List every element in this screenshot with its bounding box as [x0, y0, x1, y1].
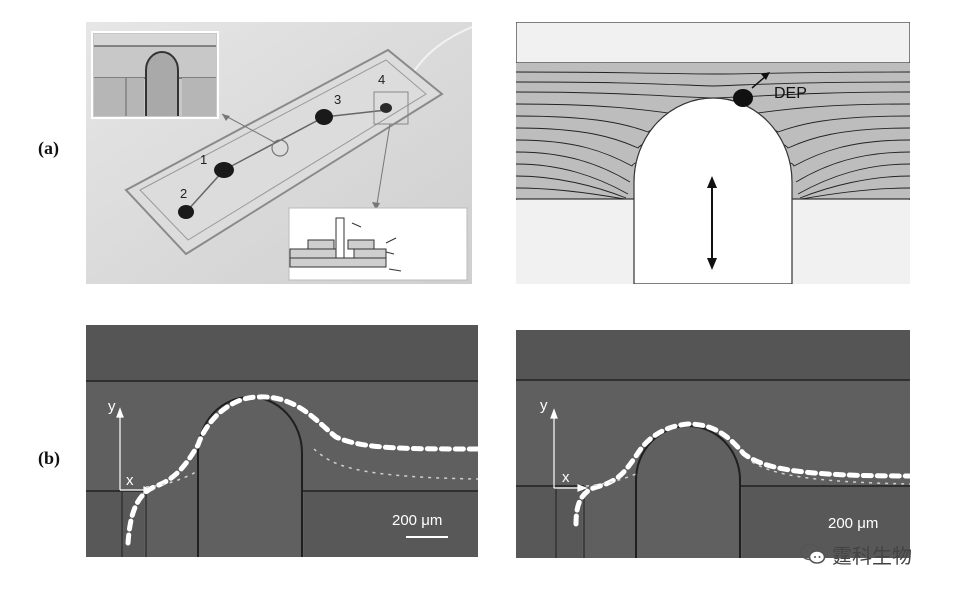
inset-channel-zoom — [91, 31, 219, 119]
panel-label-a: (a) — [38, 138, 59, 158]
double-arrow — [707, 176, 717, 270]
port-label-4: 4 — [378, 72, 385, 87]
axes-indicator — [550, 408, 588, 492]
experiment-right: y x 200 μm — [516, 330, 910, 558]
port-3 — [315, 109, 333, 125]
wechat-icon — [800, 543, 826, 564]
experiment-left: y x 200 μm — [86, 325, 478, 557]
dep-simulation: DEP — [516, 22, 910, 284]
axis-x-label: x — [562, 469, 570, 486]
axis-y-label: y — [108, 398, 116, 415]
chip-slide — [124, 48, 444, 256]
trajectory-undeflected — [585, 461, 910, 487]
trajectory-deflected — [125, 394, 478, 546]
scale-bar-label: 200 μm — [828, 515, 878, 532]
watermark-text: 霆科生物 — [832, 543, 912, 568]
electrode-bump — [635, 425, 741, 558]
axis-y-label: y — [540, 397, 548, 414]
port-2 — [178, 205, 194, 219]
scale-bar-label: 200 μm — [392, 512, 442, 529]
particle — [733, 89, 753, 107]
inset-cross-section — [288, 207, 468, 281]
port-label-2: 2 — [180, 186, 187, 201]
axis-x-label: x — [126, 472, 134, 489]
trajectory-deflected — [573, 421, 910, 527]
dep-label: DEP — [774, 85, 807, 102]
panel-label-b: (b) — [38, 448, 60, 468]
port-1 — [214, 162, 234, 178]
port-4 — [380, 103, 392, 113]
chip-photo: 1 2 3 4 — [86, 22, 472, 284]
trajectory-undeflected — [145, 448, 478, 488]
watermark: 霆科生物 — [800, 540, 912, 568]
port-label-1: 1 — [200, 152, 207, 167]
port-label-3: 3 — [334, 92, 341, 107]
